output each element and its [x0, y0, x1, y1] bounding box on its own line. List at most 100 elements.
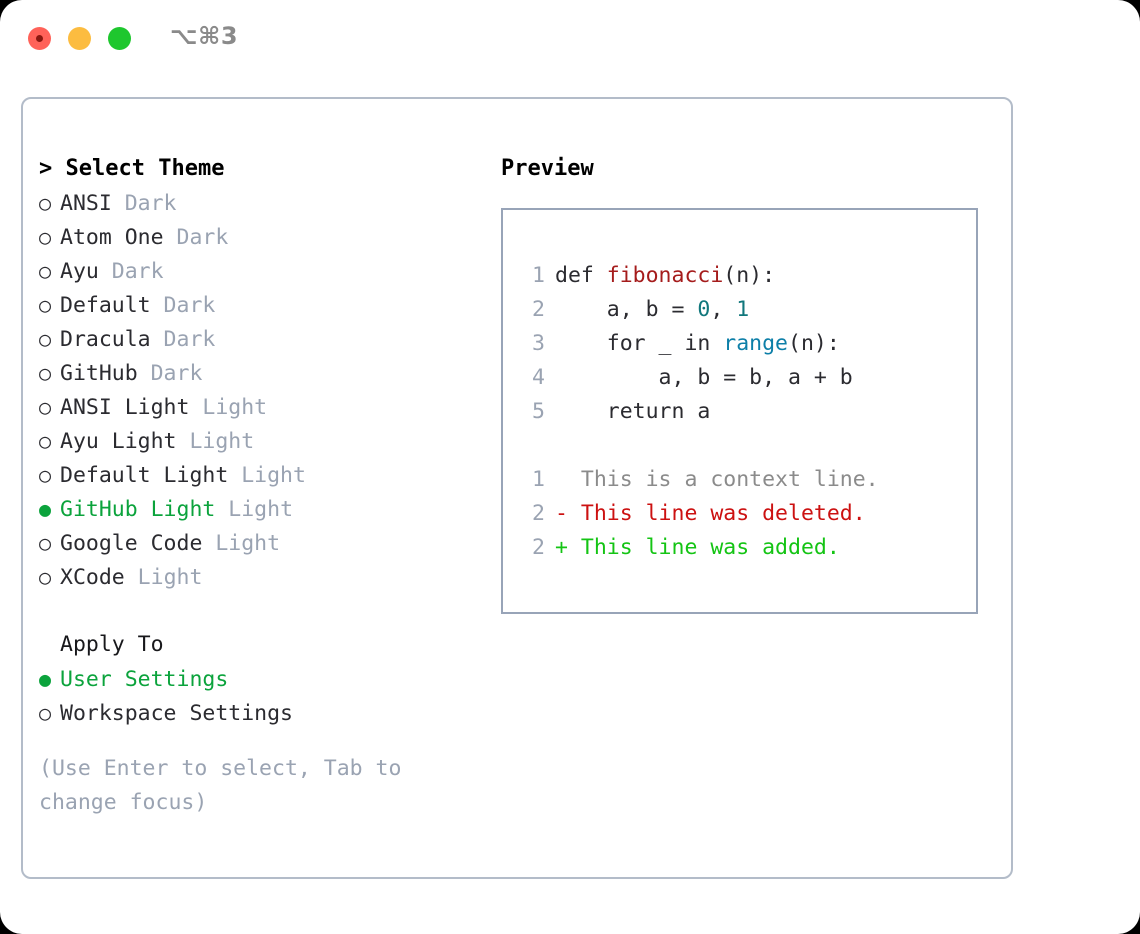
line-number: 1	[532, 263, 545, 288]
radio-empty-icon[interactable]: ○	[39, 225, 52, 249]
line-number: 1	[532, 467, 545, 492]
theme-name: GitHub	[60, 361, 138, 386]
theme-name: Dracula	[60, 327, 151, 352]
line-number: 3	[532, 331, 545, 356]
theme-variant-badge: Light	[189, 395, 268, 420]
theme-list-item[interactable]: ○Default Dark	[39, 288, 479, 322]
keyboard-shortcut-label: ⌥⌘3	[170, 22, 239, 50]
radio-empty-icon[interactable]: ○	[39, 191, 52, 215]
diff-text: This line was deleted.	[567, 501, 866, 526]
code-token: a, b = b, a + b	[555, 365, 853, 390]
minimize-window-button[interactable]	[68, 27, 91, 50]
code-token: return a	[555, 399, 711, 424]
diff-text: This line was added.	[567, 535, 840, 560]
theme-list-item[interactable]: ○ ANSI Dark	[39, 186, 479, 220]
theme-picker-column: > Select Theme ○ANSI Dark○Atom One Dark○…	[39, 152, 479, 820]
radio-empty-icon[interactable]: ○	[39, 701, 52, 725]
theme-list-item[interactable]: ○ Ayu Light Light	[39, 424, 479, 458]
prompt-marker-icon: >	[39, 156, 53, 181]
code-token: (n):	[723, 263, 776, 288]
theme-list-item[interactable]: ○ ANSI Light Light	[39, 390, 479, 424]
code-token: for _ in	[555, 331, 724, 356]
apply-to-option[interactable]: ●User Settings	[39, 662, 479, 696]
theme-list-item[interactable]: ○ Atom One Dark	[39, 220, 479, 254]
theme-name: Ayu	[60, 259, 99, 284]
radio-empty-icon[interactable]: ○	[39, 293, 52, 317]
apply-to-list: ●User Settings○Workspace Settings	[39, 662, 479, 730]
code-line: 3 for _ in range(n):	[517, 327, 968, 361]
code-token: range	[723, 331, 789, 356]
code-diff-spacer	[517, 429, 968, 463]
radio-empty-icon[interactable]: ○	[39, 361, 52, 385]
diff-line: 2 + This line was added.	[517, 531, 968, 565]
line-number: 2	[532, 535, 545, 560]
code-token: 0	[697, 297, 711, 322]
theme-name: GitHub Light	[60, 497, 216, 522]
code-token: 1	[736, 297, 750, 322]
theme-name: ANSI	[60, 191, 112, 216]
theme-name: Ayu Light	[60, 429, 177, 454]
code-token: def	[555, 263, 607, 288]
apply-to-option[interactable]: ○Workspace Settings	[39, 696, 479, 730]
keyboard-hint-line-1: (Use Enter to select, Tab to	[39, 756, 402, 781]
diff-marker: +	[555, 535, 568, 560]
close-window-button[interactable]	[28, 27, 51, 50]
code-token: ,	[710, 297, 737, 322]
theme-variant-badge: Dark	[150, 327, 216, 352]
dialog-panel: > Select Theme ○ANSI Dark○Atom One Dark○…	[21, 97, 1013, 879]
theme-variant-badge: Light	[228, 463, 306, 488]
theme-variant-badge: Light	[176, 429, 255, 454]
theme-list-item[interactable]: ○ Ayu Dark	[39, 254, 479, 288]
radio-empty-icon[interactable]: ○	[39, 565, 52, 589]
radio-empty-icon[interactable]: ○	[39, 395, 52, 419]
title-bar: ⌥⌘3	[0, 0, 1140, 76]
radio-empty-icon[interactable]: ○	[39, 463, 52, 487]
theme-variant-badge: Dark	[111, 191, 177, 216]
theme-name: ANSI Light	[60, 395, 190, 420]
preview-heading: Preview	[501, 156, 594, 181]
theme-variant-badge: Dark	[137, 361, 203, 386]
diff-line: 1 This is a context line.	[517, 463, 968, 497]
theme-variant-badge: Dark	[163, 225, 229, 250]
theme-list-item[interactable]: ○ Default Light Light	[39, 458, 479, 492]
diff-sample: 1 This is a context line.2- This line wa…	[517, 463, 968, 565]
theme-variant-badge: Dark	[150, 293, 216, 318]
diff-marker	[555, 467, 568, 492]
diff-line: 2- This line was deleted.	[517, 497, 968, 531]
theme-name: Google Code	[60, 531, 203, 556]
diff-text: This is a context line.	[567, 467, 879, 492]
list-spacer	[39, 594, 479, 628]
code-line: 4 a, b = b, a + b	[517, 361, 968, 395]
theme-name: Default Light	[60, 463, 229, 488]
radio-selected-icon[interactable]: ●	[39, 667, 52, 691]
theme-variant-badge: Dark	[98, 259, 164, 284]
maximize-window-button[interactable]	[108, 27, 131, 50]
theme-name: XCode	[60, 565, 125, 590]
theme-list-item[interactable]: ○ GitHub Dark	[39, 356, 479, 390]
theme-list-item[interactable]: ○ XCode Light	[39, 560, 479, 594]
code-token: (n):	[788, 331, 840, 356]
theme-list-item[interactable]: ●GitHub Light Light	[39, 492, 479, 526]
code-line: 5 return a	[517, 395, 968, 429]
theme-list-item[interactable]: ○ Dracula Dark	[39, 322, 479, 356]
theme-variant-badge: Light	[202, 531, 281, 556]
radio-empty-icon[interactable]: ○	[39, 327, 52, 351]
apply-to-heading: Apply To	[60, 632, 164, 657]
line-number: 2	[532, 501, 545, 526]
line-number: 4	[532, 365, 545, 390]
radio-empty-icon[interactable]: ○	[39, 531, 52, 555]
radio-empty-icon[interactable]: ○	[39, 259, 52, 283]
page-title: Select Theme	[65, 156, 225, 181]
radio-empty-icon[interactable]: ○	[39, 429, 52, 453]
theme-variant-badge: Light	[124, 565, 203, 590]
theme-list-item[interactable]: ○ Google Code Light	[39, 526, 479, 560]
radio-selected-icon[interactable]: ●	[39, 497, 52, 521]
keyboard-hint-line-2: change focus)	[39, 790, 208, 815]
theme-name: Atom One	[60, 225, 164, 250]
